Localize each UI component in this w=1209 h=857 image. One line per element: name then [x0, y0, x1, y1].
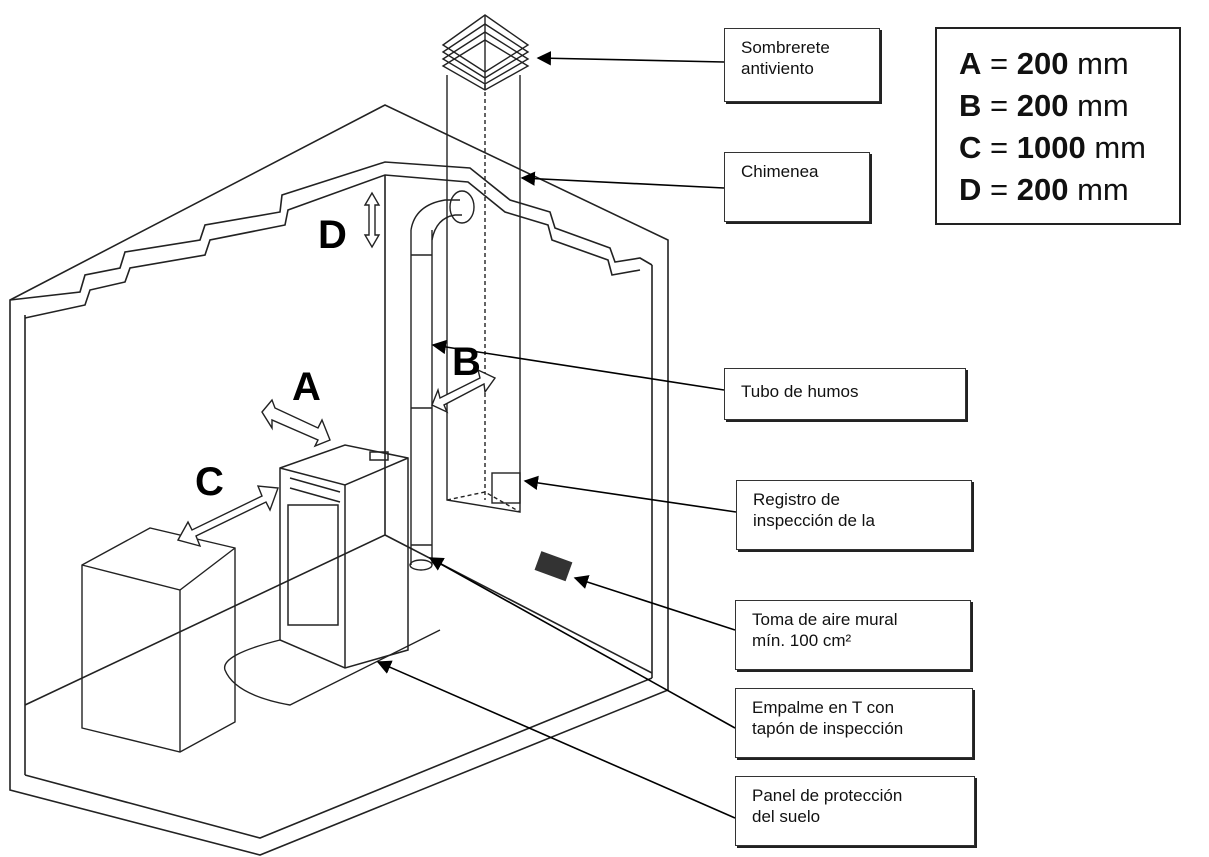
dim-label-c: C [195, 460, 224, 504]
legend-unit: mm [1068, 88, 1129, 123]
leader-empalme [428, 557, 736, 729]
callout-empalme-line1: Empalme en T con [752, 698, 895, 717]
flue-pipe [409, 190, 475, 571]
callout-empalme-line2: tapón de inspección [752, 719, 904, 738]
callout-chimenea: Chimenea [724, 152, 870, 222]
arrow-b [431, 368, 497, 414]
arrow-c [176, 485, 279, 548]
floor-front-edge [24, 677, 653, 839]
leader-lines [376, 51, 737, 819]
legend-row: B = 200 mm [959, 85, 1179, 127]
pellet-stove [279, 444, 409, 669]
dim-label-b: B [452, 340, 481, 384]
legend-letter: B [959, 88, 982, 123]
callout-empalme: Empalme en T con tapón de inspección [735, 688, 973, 758]
callout-toma: Toma de aire mural mín. 100 cm² [735, 600, 971, 670]
legend-row: A = 200 mm [959, 43, 1179, 85]
inspection-register [491, 472, 521, 504]
dim-label-d: D [318, 213, 347, 257]
callout-panel-line1: Panel de protección [752, 786, 903, 805]
chimney [441, 14, 530, 513]
clearance-arrows [176, 191, 497, 548]
leader-panel [376, 660, 736, 819]
dimension-legend: A = 200 mm B = 200 mm C = 1000 mm D = 20… [935, 27, 1181, 225]
legend-letter: C [959, 130, 982, 165]
legend-unit: mm [1068, 46, 1129, 81]
legend-equals: = [981, 88, 1017, 123]
callout-registro-line1: Registro de [753, 490, 840, 509]
chimney-shaft [446, 75, 521, 513]
callout-sombrerete: Sombrerete antiviento [724, 28, 880, 102]
legend-equals: = [981, 172, 1017, 207]
legend-unit: mm [1068, 172, 1129, 207]
floor-protection-panel [223, 629, 441, 706]
arrow-d [363, 191, 381, 249]
windproof-cap [441, 14, 530, 91]
legend-equals: = [981, 130, 1017, 165]
wall-top-cut [9, 161, 653, 301]
callout-toma-line2: mín. 100 cm² [752, 631, 852, 650]
legend-letter: A [959, 46, 982, 81]
legend-value: 1000 [1016, 130, 1086, 165]
dim-label-a: A [292, 365, 321, 409]
legend-row: C = 1000 mm [959, 127, 1179, 169]
callout-chimenea-line1: Chimenea [741, 162, 819, 181]
legend-value: 200 [1016, 88, 1069, 123]
leader-registro [523, 475, 737, 513]
legend-letter: D [959, 172, 982, 207]
legend-value: 200 [1016, 46, 1069, 81]
furniture-box [81, 527, 236, 753]
arrow-a [261, 398, 331, 448]
callout-panel-line2: del suelo [752, 807, 821, 826]
legend-unit: mm [1085, 130, 1146, 165]
leader-tubo [431, 339, 725, 391]
legend-row: D = 200 mm [959, 169, 1179, 211]
floor-right-edge [384, 534, 653, 674]
chimney-base [446, 491, 521, 513]
callout-toma-line1: Toma de aire mural [752, 610, 898, 629]
leader-sombrerete [536, 51, 725, 66]
legend-value: 200 [1016, 172, 1069, 207]
callout-panel: Panel de protección del suelo [735, 776, 975, 846]
leader-toma [573, 575, 736, 631]
wall-air-intake [534, 551, 573, 582]
callout-sombrerete-line2: antiviento [741, 59, 814, 78]
callout-tubo-line1: Tubo de humos [741, 382, 859, 401]
callout-sombrerete-line1: Sombrerete [741, 38, 830, 57]
callout-tubo: Tubo de humos [724, 368, 966, 420]
callout-registro-line2: inspección de la [753, 511, 875, 530]
legend-equals: = [981, 46, 1017, 81]
wall-top-cut-inner [24, 174, 641, 319]
leader-chimenea [520, 171, 725, 189]
callout-registro: Registro de inspección de la [736, 480, 972, 550]
